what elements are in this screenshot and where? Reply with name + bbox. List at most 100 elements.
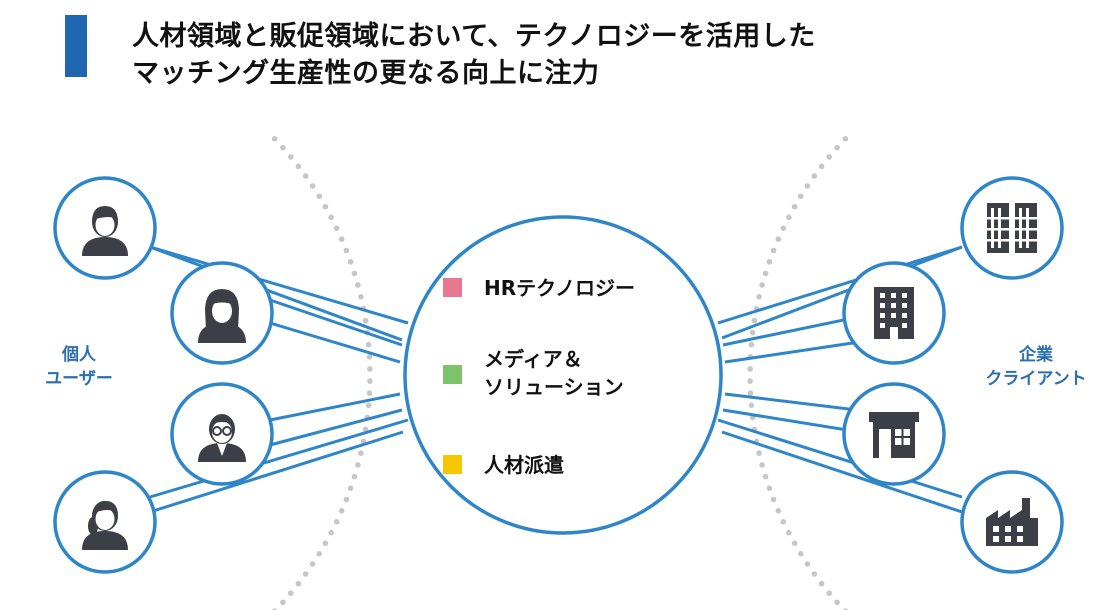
- arc-dot: [309, 183, 316, 189]
- arc-dot: [288, 590, 294, 596]
- arc-dot: [302, 571, 309, 577]
- connection-line: [149, 245, 403, 342]
- arc-dot: [366, 390, 373, 397]
- connection-line: [717, 418, 963, 499]
- individual-users-label-line-1: 個人: [62, 345, 96, 365]
- arc-dot: [749, 329, 756, 336]
- connection-line: [721, 430, 963, 514]
- arc-dot: [328, 529, 335, 536]
- business-item-media-solutions: メディア＆ ソリューション: [443, 345, 624, 401]
- corporate-clients-label-line-2: クライアント: [985, 369, 1087, 389]
- connection-line: [717, 245, 963, 325]
- page-title-line-1: 人材領域と販促領域において、テクノロジーを活用した: [132, 21, 816, 52]
- arc-dot: [804, 561, 811, 567]
- arc-dot: [748, 402, 755, 409]
- title-accent-bar: [65, 15, 87, 77]
- client-node-1: [960, 176, 1064, 280]
- connection-lines: [149, 245, 963, 514]
- user-node-1: [53, 176, 157, 280]
- arc-dot: [351, 473, 358, 480]
- client-node-3: [842, 382, 946, 486]
- corporate-clients-label-line-1: 企業: [1019, 345, 1053, 365]
- arc-dot: [271, 136, 278, 142]
- hr-technology-swatch: [443, 278, 462, 297]
- arc-dot: [759, 282, 765, 288]
- person-glasses-suit-icon: [198, 414, 246, 462]
- client-node-2: [842, 261, 946, 365]
- business-item-staffing: 人材派遣: [443, 451, 564, 479]
- arc-dot: [747, 390, 754, 397]
- arc-dot: [748, 341, 755, 348]
- arc-dot: [366, 354, 373, 360]
- arc-dot: [804, 183, 811, 189]
- staffing-swatch: [443, 455, 462, 474]
- arc-dot: [834, 144, 840, 151]
- page-title: 人材領域と販促領域において、テクノロジーを活用した マッチング生産性の更なる向上…: [132, 18, 816, 92]
- right-dotted-arc: [747, 136, 849, 610]
- arc-dot: [775, 508, 782, 514]
- arc-dot: [842, 136, 849, 142]
- connection-line: [149, 245, 409, 325]
- person-long-hair-icon: [198, 289, 246, 343]
- storefront-icon: [869, 412, 919, 458]
- connection-line: [269, 321, 401, 364]
- arc-dot: [365, 402, 372, 409]
- arc-dot: [295, 580, 302, 587]
- factory-icon: [986, 498, 1038, 546]
- arc-dot: [834, 599, 840, 606]
- user-node-2: [170, 261, 274, 365]
- arc-dot: [295, 163, 302, 170]
- media-solutions-swatch: [443, 365, 462, 384]
- user-node-4: [53, 470, 157, 574]
- arc-dot: [347, 485, 354, 492]
- arc-dot: [309, 561, 316, 567]
- arc-dot: [775, 236, 782, 242]
- arc-dot: [338, 236, 345, 242]
- arc-dot: [791, 540, 798, 547]
- arc-dot: [747, 366, 753, 372]
- media-solutions-label: メディア＆ ソリューション: [484, 347, 624, 399]
- arc-dot: [322, 540, 329, 547]
- arc-dot: [351, 270, 358, 277]
- connection-line: [269, 392, 401, 422]
- arc-dot: [762, 473, 769, 480]
- arc-dot: [355, 282, 361, 288]
- connection-line: [149, 430, 404, 514]
- arc-dot: [756, 450, 762, 457]
- business-item-hr-technology: HRテクノロジー: [443, 274, 635, 302]
- arc-dot: [316, 551, 323, 557]
- arc-dot: [756, 294, 762, 300]
- arc-dot: [791, 203, 798, 210]
- arc-dot: [770, 496, 777, 503]
- arc-dot: [333, 225, 340, 231]
- arc-dot: [302, 173, 309, 179]
- staffing-label: 人材派遣: [484, 453, 564, 477]
- arc-dot: [762, 270, 769, 277]
- arc-dot: [367, 366, 373, 372]
- connection-line: [269, 298, 403, 347]
- arc-dot: [751, 317, 758, 324]
- office-building-icon: [874, 287, 914, 339]
- arc-dot: [347, 259, 354, 265]
- arc-dot: [316, 193, 323, 199]
- arc-dot: [355, 462, 361, 468]
- tall-building-icon: [987, 203, 1037, 253]
- arc-dot: [826, 154, 832, 160]
- arc-dot: [780, 519, 787, 525]
- client-node-4: [960, 470, 1064, 574]
- arc-dot: [322, 203, 329, 210]
- arc-dot: [747, 378, 753, 384]
- hr-technology-label: HRテクノロジー: [484, 276, 635, 300]
- arc-dot: [798, 193, 804, 199]
- arc-dot: [766, 259, 773, 265]
- corporate-clients-label: 企業 クライアント: [976, 343, 1096, 391]
- user-node-3: [170, 382, 274, 486]
- arc-dot: [811, 173, 818, 179]
- arc-dot: [343, 496, 350, 503]
- arc-dot: [338, 508, 345, 514]
- arc-dot: [818, 580, 825, 587]
- arc-dot: [780, 225, 787, 231]
- arc-dot: [362, 317, 369, 324]
- left-dotted-arc: [271, 136, 373, 610]
